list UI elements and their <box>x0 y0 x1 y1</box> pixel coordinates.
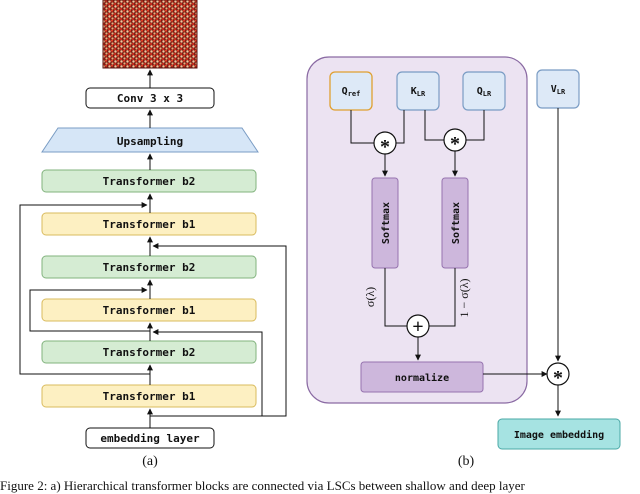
q-ref-box: Qref <box>329 71 373 111</box>
transformer-b2-mid: Transformer b2 <box>41 255 257 279</box>
svg-text:VLR: VLR <box>551 84 566 96</box>
upsampling-label: Upsampling <box>117 135 183 148</box>
panel-b: Qref KLR QLR VLR <box>306 56 621 450</box>
one-minus-sigma-label: 1 − σ(λ) <box>457 278 471 317</box>
image-embedding-label: Image embedding <box>514 429 604 441</box>
svg-text:KLR: KLR <box>411 86 426 98</box>
normalize-box: normalize <box>360 361 484 393</box>
transformer-b1-mid: Transformer b1 <box>41 298 257 322</box>
softmax-left-label: Softmax <box>381 202 392 244</box>
right-skip-connections <box>150 243 287 417</box>
conv-block: Conv 3 x 3 <box>85 87 215 109</box>
v-lr-box: VLR <box>536 69 580 109</box>
q-lr-label: Q <box>477 86 483 97</box>
transformer-b2-top: Transformer b2 <box>41 169 257 193</box>
input-connectors <box>350 110 485 177</box>
softmax-right-label: Softmax <box>451 202 462 244</box>
svg-text:Qref: Qref <box>342 86 361 98</box>
transformer-b2-mid-label: Transformer b2 <box>103 261 196 274</box>
panel-a-label: (a) <box>142 454 158 469</box>
q-ref-label: Q <box>342 86 348 97</box>
svg-text:QLR: QLR <box>477 86 492 98</box>
final-connectors <box>483 108 561 417</box>
transformer-b1-mid-label: Transformer b1 <box>103 304 196 317</box>
q-lr-sub: LR <box>483 90 492 98</box>
transformer-b1-top: Transformer b1 <box>41 212 257 236</box>
add-node: + <box>406 314 430 338</box>
multiply-output-symbol: * <box>553 367 563 389</box>
add-symbol: + <box>412 316 423 338</box>
v-lr-sub: LR <box>557 88 566 96</box>
panel-a: Conv 3 x 3 Upsampling Transformer b2 Tra… <box>19 0 287 449</box>
upsampling-block: Upsampling <box>41 127 259 153</box>
multiply-left-symbol: * <box>380 136 390 158</box>
multiply-node-left: * <box>373 131 397 158</box>
multiply-right-symbol: * <box>450 133 460 155</box>
v-lr-label: V <box>551 84 557 95</box>
multiply-node-output: * <box>546 362 570 389</box>
transformer-b2-top-label: Transformer b2 <box>103 175 196 188</box>
q-lr-box: QLR <box>462 71 506 111</box>
softmax-left-box: Softmax <box>371 177 399 269</box>
embedding-layer-block: embedding layer <box>85 427 215 449</box>
k-lr-box: KLR <box>396 71 440 111</box>
embedding-layer-label: embedding layer <box>100 432 200 445</box>
softmax-to-add-connectors <box>384 268 456 361</box>
multiply-node-right: * <box>443 128 467 155</box>
figure-caption: Figure 2: a) Hierarchical transformer bl… <box>0 478 525 493</box>
k-lr-sub: LR <box>417 90 426 98</box>
q-ref-sub: ref <box>348 90 361 98</box>
transformer-b2-bottom-label: Transformer b2 <box>103 346 196 359</box>
transformer-b1-top-label: Transformer b1 <box>103 218 196 231</box>
crowd-photo-thumbnail <box>102 0 198 69</box>
sigma-lambda-label: σ(λ) <box>363 287 377 307</box>
transformer-b1-bottom-label: Transformer b1 <box>103 390 196 403</box>
normalize-label: normalize <box>395 372 449 384</box>
left-skip-connections <box>19 202 150 375</box>
image-embedding-box: Image embedding <box>497 418 621 450</box>
transformer-b2-bottom: Transformer b2 <box>41 340 257 364</box>
softmax-right-box: Softmax <box>441 177 469 269</box>
conv-label: Conv 3 x 3 <box>117 92 183 105</box>
k-lr-label: K <box>411 86 417 97</box>
transformer-b1-bottom: Transformer b1 <box>41 384 257 408</box>
panel-b-label: (b) <box>457 454 475 469</box>
